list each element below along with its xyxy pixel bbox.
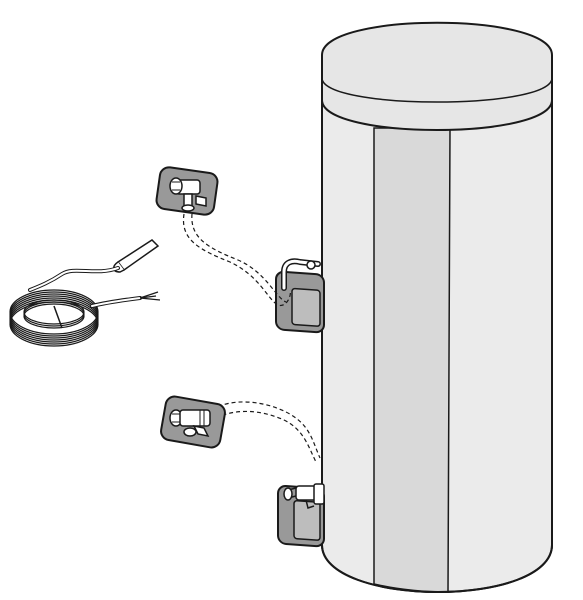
sensor-probe	[116, 239, 160, 272]
storage-tank	[321, 21, 553, 594]
lower-connection-line-a	[211, 401, 321, 459]
tank-front-stripe	[373, 127, 451, 593]
lower-tank-connection	[277, 483, 325, 548]
upper-connection-line-b	[191, 213, 287, 303]
lower-connection-line-b	[215, 410, 317, 463]
upper-connection-screw	[306, 260, 316, 270]
upper-connection-plate	[291, 287, 321, 327]
tank-lid-rim	[321, 77, 553, 103]
upper-connection-line-a	[182, 213, 291, 307]
upper-valve	[155, 166, 219, 216]
upper-valve-handle	[195, 195, 207, 207]
connection-lines	[182, 213, 321, 463]
lower-valve	[160, 395, 226, 449]
tank-lid	[321, 21, 553, 131]
upper-tank-connection	[275, 258, 325, 334]
upper-valve-nut	[169, 177, 183, 195]
cable-coil	[9, 289, 99, 347]
temperature-sensor-cable	[9, 239, 161, 347]
cable-wire-2	[139, 297, 161, 301]
cable-wire-1	[139, 291, 159, 299]
tank-outline	[321, 100, 553, 594]
